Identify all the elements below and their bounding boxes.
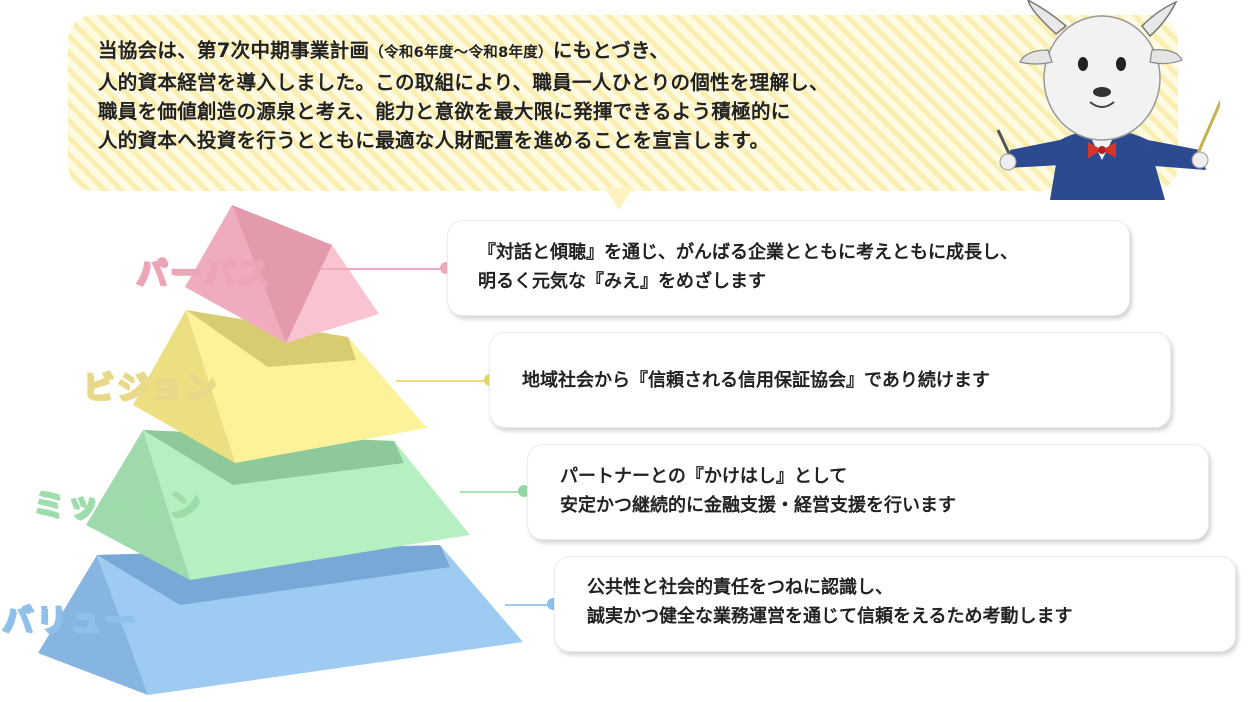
mission-box bbox=[527, 444, 1209, 540]
connector-value bbox=[505, 604, 549, 606]
purpose-line-1: 『対話と傾聴』を通じ、がんばる企業とともに考えともに成長し、 bbox=[478, 242, 1018, 263]
bubble-tail bbox=[605, 188, 633, 210]
pyramid-tier-vision bbox=[133, 310, 427, 463]
mission-text: パートナーとの『かけはし』として 安定かつ継続的に金融支援・経営支援を行います bbox=[560, 462, 956, 520]
value-box bbox=[554, 556, 1236, 652]
declaration-text: 当協会は、第7次中期事業計画（令和6年度〜令和8年度）にもとづき、 人的資本経営… bbox=[98, 36, 978, 155]
declaration-line-1-main: 当協会は、第7次中期事業計画 bbox=[98, 39, 370, 62]
tier-label-vision: ビジョン bbox=[82, 369, 219, 407]
pyramid-tier-purpose bbox=[185, 205, 379, 343]
tier-label-value: バリュー bbox=[1, 602, 138, 640]
value-line-1: 公共性と社会的責任をつねに認識し、 bbox=[587, 577, 893, 598]
vision-box bbox=[489, 332, 1171, 428]
mission-line-1: パートナーとの『かけはし』として bbox=[560, 466, 848, 487]
declaration-line-2: 人的資本経営を導入しました。この取組により、職員一人ひとりの個性を理解し、 bbox=[98, 71, 829, 94]
declaration-line-3: 職員を価値創造の源泉と考え、能力と意欲を最大限に発揮できるよう積極的に bbox=[98, 100, 791, 123]
purpose-line-2: 明るく元気な『みえ』をめざします bbox=[478, 271, 766, 292]
pyramid-diagram bbox=[38, 205, 523, 695]
declaration-line-1-period: （令和6年度〜令和8年度） bbox=[369, 45, 553, 61]
goat-mascot-icon bbox=[996, 0, 1220, 200]
value-text: 公共性と社会的責任をつねに認識し、 誠実かつ健全な業務運営を通じて信頼をえるため… bbox=[587, 573, 1072, 631]
purpose-text: 『対話と傾聴』を通じ、がんばる企業とともに考えともに成長し、 明るく元気な『みえ… bbox=[478, 238, 1018, 296]
tier-label-mission: ミッション bbox=[32, 487, 203, 525]
purpose-box bbox=[447, 220, 1130, 316]
tier-label-purpose: パーパス bbox=[135, 255, 272, 293]
connector-purpose bbox=[320, 268, 442, 270]
declaration-bubble bbox=[68, 15, 1178, 191]
mission-line-2: 安定かつ継続的に金融支援・経営支援を行います bbox=[560, 495, 956, 516]
value-line-2: 誠実かつ健全な業務運営を通じて信頼をえるため考動します bbox=[587, 606, 1073, 627]
declaration-line-4: 人的資本へ投資を行うとともに最適な人財配置を進めることを宣言します。 bbox=[98, 129, 770, 152]
vision-line-1: 地域社会から『信頼される信用保証協会』であり続けます bbox=[522, 370, 990, 391]
vision-text: 地域社会から『信頼される信用保証協会』であり続けます bbox=[522, 366, 990, 395]
declaration-line-1-end: にもとづき、 bbox=[552, 39, 670, 62]
connector-mission bbox=[460, 491, 520, 493]
declaration-line-1: 当協会は、第7次中期事業計画（令和6年度〜令和8年度）にもとづき、 bbox=[98, 36, 978, 68]
connector-vision bbox=[396, 380, 486, 382]
